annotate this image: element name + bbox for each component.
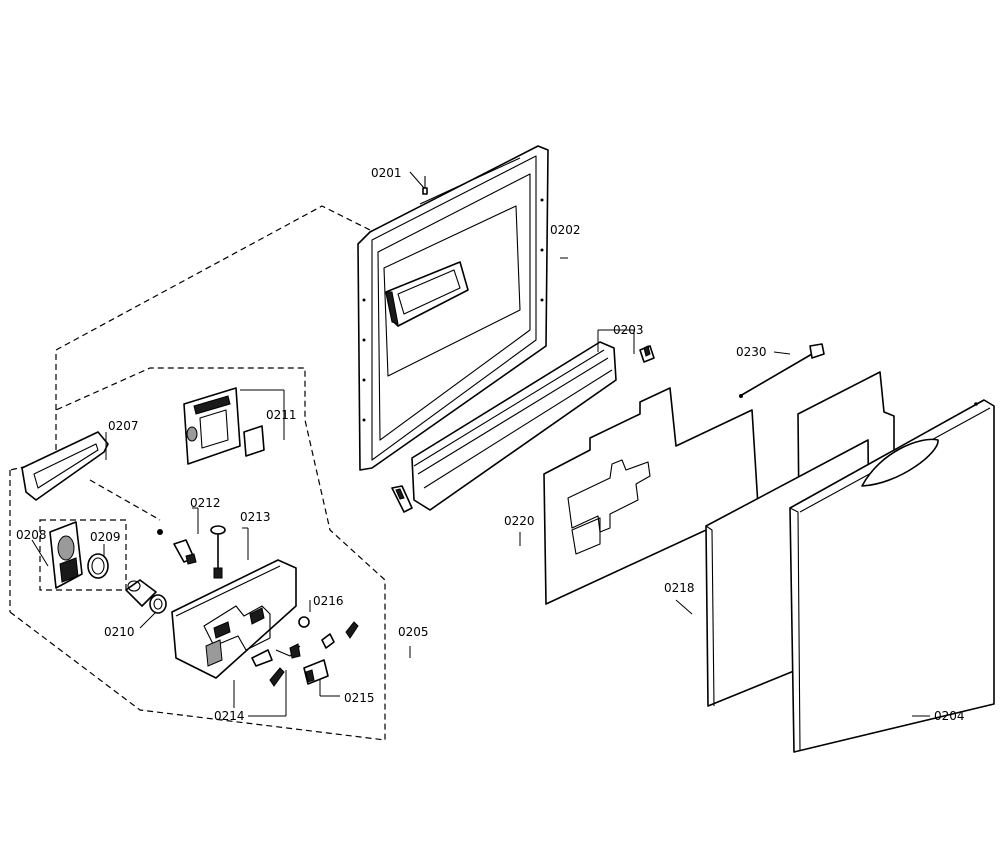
callout-labels: 0201 0202 0203 0230 0220 0218 0204 0205 … xyxy=(16,166,965,723)
callout-0208: 0208 xyxy=(16,528,47,542)
callout-0210: 0210 xyxy=(104,625,135,639)
part-0208-dispenser-cover xyxy=(49,521,83,589)
callout-0209: 0209 xyxy=(90,530,121,544)
callout-0214: 0214 xyxy=(214,709,245,723)
part-0230-cable xyxy=(739,343,825,398)
callout-0203: 0203 xyxy=(613,323,644,337)
part-0204-outer-door-panel xyxy=(789,399,995,753)
callout-0230: 0230 xyxy=(736,345,767,359)
part-springs-and-clips xyxy=(251,621,359,687)
callout-0201: 0201 xyxy=(371,166,402,180)
door-edge-fasteners xyxy=(362,157,544,422)
callout-0204: 0204 xyxy=(934,709,965,723)
part-0203-door-seal-rail xyxy=(391,341,655,513)
part-0207-gasket xyxy=(21,431,109,501)
callout-0220: 0220 xyxy=(504,514,535,528)
leader-lines xyxy=(31,171,930,717)
part-0213-screw-washer xyxy=(210,525,226,579)
part-0212-lever xyxy=(157,529,197,565)
callout-0202: 0202 xyxy=(550,223,581,237)
part-0209-ring xyxy=(87,553,109,579)
part-0211-dispenser-lid xyxy=(183,387,265,465)
part-0201-screw xyxy=(422,176,428,195)
part-0205-control-module xyxy=(171,559,297,679)
part-0220-insulation-panel xyxy=(543,387,759,605)
callout-0212: 0212 xyxy=(190,496,221,510)
callout-0213: 0213 xyxy=(240,510,271,524)
callout-0205: 0205 xyxy=(398,625,429,639)
part-0210-nozzle xyxy=(125,579,167,614)
part-0216-ball xyxy=(298,616,310,628)
callout-0215: 0215 xyxy=(344,691,375,705)
callout-0207: 0207 xyxy=(108,419,139,433)
part-0202-inner-door xyxy=(357,145,549,471)
callout-0216: 0216 xyxy=(313,594,344,608)
callout-0211: 0211 xyxy=(266,408,297,422)
callout-0218: 0218 xyxy=(664,581,695,595)
